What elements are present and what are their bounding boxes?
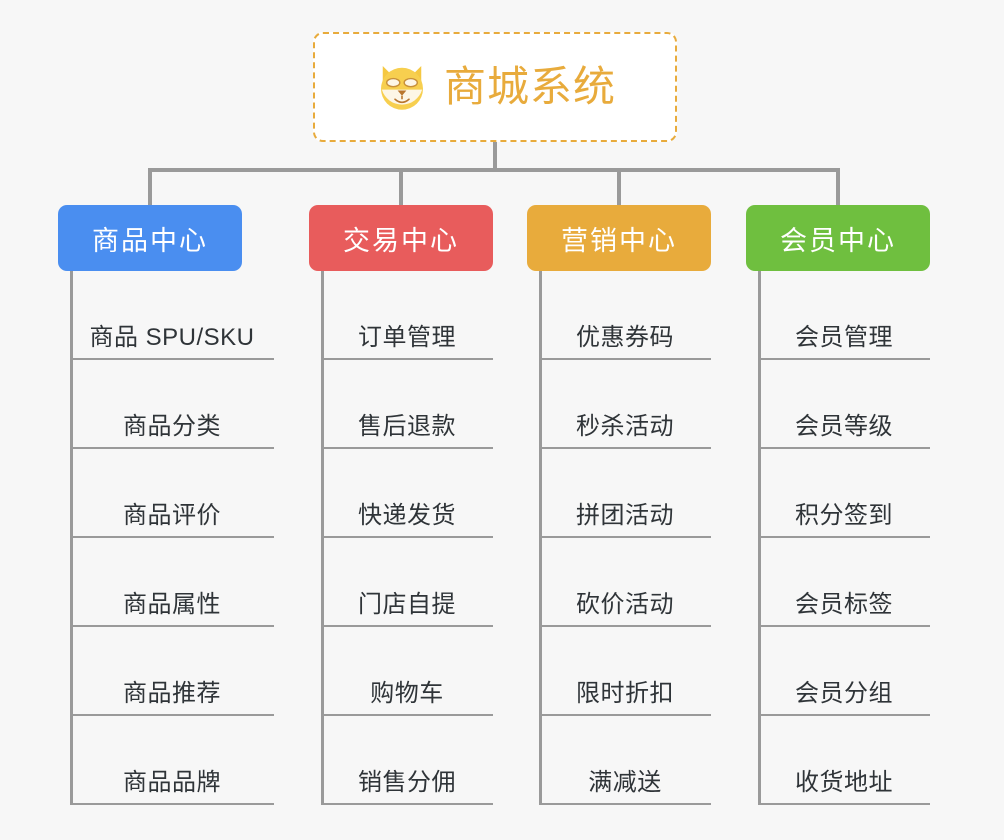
category-header-3[interactable]: 营销中心 xyxy=(527,205,711,271)
list-item[interactable]: 满减送 xyxy=(539,716,711,805)
category-rail-4 xyxy=(758,271,761,805)
list-item[interactable]: 砍价活动 xyxy=(539,538,711,627)
category-column-2: 交易中心 订单管理 售后退款 快递发货 门店自提 购物车 销售分佣 xyxy=(309,205,493,805)
list-item[interactable]: 销售分佣 xyxy=(321,716,493,805)
category-column-1: 商品中心 商品 SPU/SKU 商品分类 商品评价 商品属性 商品推荐 商品品牌 xyxy=(58,205,274,805)
category-rail-1 xyxy=(70,271,73,805)
category-column-4: 会员中心 会员管理 会员等级 积分签到 会员标签 会员分组 收货地址 xyxy=(746,205,930,805)
connector-drop-1 xyxy=(148,168,152,208)
list-item[interactable]: 秒杀活动 xyxy=(539,360,711,449)
category-header-2[interactable]: 交易中心 xyxy=(309,205,493,271)
category-items-2: 订单管理 售后退款 快递发货 门店自提 购物车 销售分佣 xyxy=(321,271,493,805)
root-node-mall-system[interactable]: 商城系统 xyxy=(313,32,677,142)
list-item[interactable]: 售后退款 xyxy=(321,360,493,449)
connector-drop-3 xyxy=(617,168,621,208)
root-node-title: 商城系统 xyxy=(443,63,616,110)
category-rail-2 xyxy=(321,271,324,805)
category-items-4: 会员管理 会员等级 积分签到 会员标签 会员分组 收货地址 xyxy=(758,271,930,805)
list-item[interactable]: 购物车 xyxy=(321,627,493,716)
list-item[interactable]: 限时折扣 xyxy=(539,627,711,716)
category-items-3: 优惠券码 秒杀活动 拼团活动 砍价活动 限时折扣 满减送 xyxy=(539,271,711,805)
category-column-3: 营销中心 优惠券码 秒杀活动 拼团活动 砍价活动 限时折扣 满减送 xyxy=(527,205,711,805)
list-item[interactable]: 会员分组 xyxy=(758,627,930,716)
category-rail-3 xyxy=(539,271,542,805)
list-item[interactable]: 会员管理 xyxy=(758,271,930,360)
list-item[interactable]: 商品分类 xyxy=(70,360,274,449)
category-header-1[interactable]: 商品中心 xyxy=(58,205,242,271)
connector-drop-2 xyxy=(399,168,403,208)
list-item[interactable]: 商品品牌 xyxy=(70,716,274,805)
connector-drop-4 xyxy=(836,168,840,208)
shiba-dog-face-icon xyxy=(374,59,430,115)
list-item[interactable]: 拼团活动 xyxy=(539,449,711,538)
list-item[interactable]: 商品 SPU/SKU xyxy=(70,271,274,360)
list-item[interactable]: 会员标签 xyxy=(758,538,930,627)
list-item[interactable]: 商品评价 xyxy=(70,449,274,538)
list-item[interactable]: 门店自提 xyxy=(321,538,493,627)
category-header-4[interactable]: 会员中心 xyxy=(746,205,930,271)
list-item[interactable]: 快递发货 xyxy=(321,449,493,538)
connector-horizontal-bus xyxy=(148,168,840,172)
list-item[interactable]: 收货地址 xyxy=(758,716,930,805)
list-item[interactable]: 积分签到 xyxy=(758,449,930,538)
list-item[interactable]: 商品属性 xyxy=(70,538,274,627)
list-item[interactable]: 会员等级 xyxy=(758,360,930,449)
list-item[interactable]: 订单管理 xyxy=(321,271,493,360)
list-item[interactable]: 优惠券码 xyxy=(539,271,711,360)
connector-root-stem xyxy=(493,142,497,170)
category-items-1: 商品 SPU/SKU 商品分类 商品评价 商品属性 商品推荐 商品品牌 xyxy=(70,271,274,805)
list-item[interactable]: 商品推荐 xyxy=(70,627,274,716)
